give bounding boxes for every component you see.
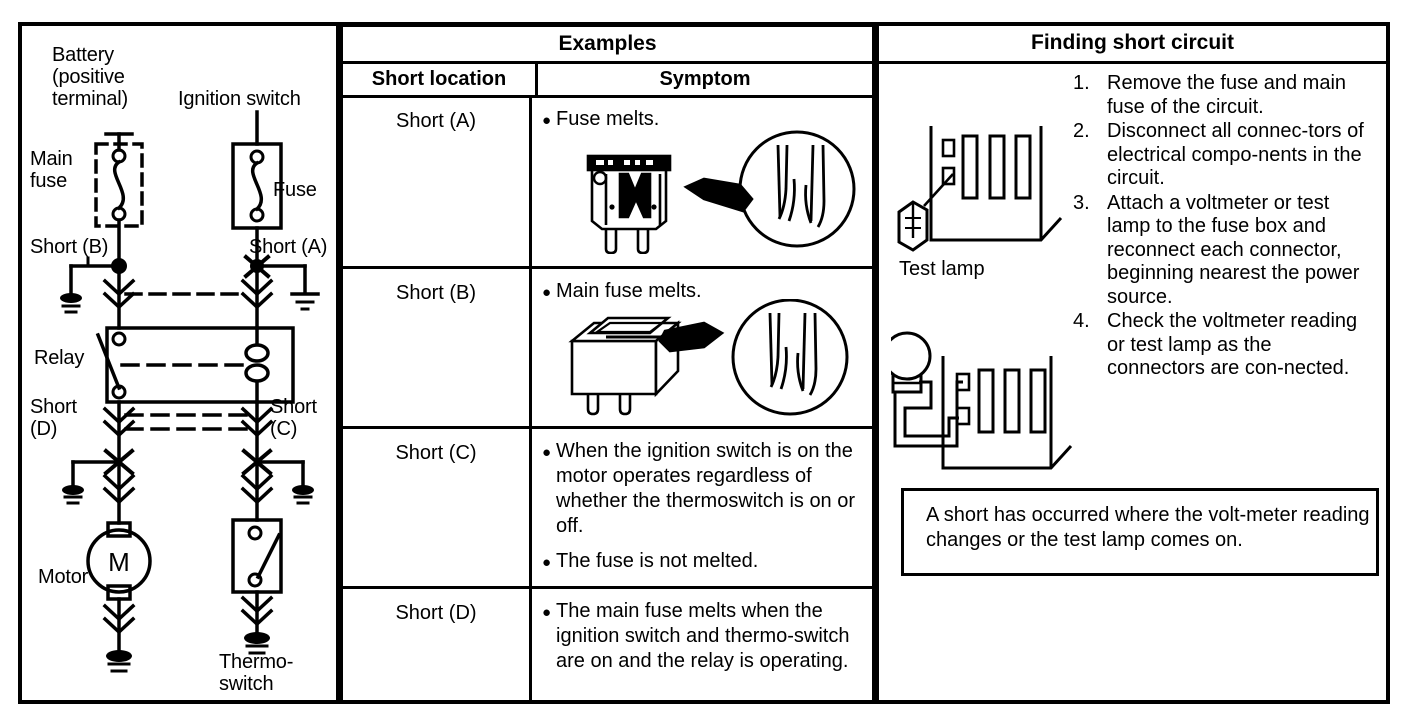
symptom-bullet: ● Fuse melts. bbox=[542, 107, 866, 133]
table-row: Short (C) ● When the ignition switch is … bbox=[343, 429, 872, 589]
column-header-short-location: Short location bbox=[343, 64, 538, 95]
ground-symbol-a bbox=[290, 292, 320, 311]
circuit-schematic-svg: M bbox=[60, 110, 320, 673]
row-location-b: Short (B) bbox=[343, 269, 532, 426]
bullet-dot-icon: ● bbox=[542, 554, 552, 571]
symptom-bullet: ● The fuse is not melted. bbox=[542, 549, 866, 575]
step-text: Disconnect all connec-tors of electrical… bbox=[1107, 120, 1364, 189]
step-text: Check the voltmeter reading or test lamp… bbox=[1107, 310, 1358, 379]
row-symptom-d: ● The main fuse melts when the ignition … bbox=[532, 589, 872, 701]
table-row: Short (A) ● Fuse melts. bbox=[343, 97, 872, 269]
note-text: A short has occurred where the volt-mete… bbox=[926, 504, 1370, 551]
examples-column-headers: Short location Symptom bbox=[340, 64, 875, 98]
motor-symbol-letter: M bbox=[108, 547, 130, 577]
table-row: Short (B) ● Main fuse melts. bbox=[343, 269, 872, 429]
instruction-step: 4. Check the voltmeter reading or test l… bbox=[1073, 310, 1373, 381]
label-short-a: Short (A) bbox=[249, 236, 328, 258]
circuit-diagram-panel: Battery (positive terminal) Ignition swi… bbox=[22, 26, 336, 700]
label-short-b: Short (B) bbox=[30, 236, 109, 258]
step-number: 2. bbox=[1073, 120, 1090, 142]
examples-header-label: Examples bbox=[558, 32, 657, 55]
bullet-dot-icon: ● bbox=[542, 284, 552, 301]
symptom-text: When the ignition switch is on the motor… bbox=[556, 440, 856, 537]
examples-table-panel: Examples Short location Symptom Short (A… bbox=[340, 24, 875, 704]
relay-box bbox=[105, 326, 295, 404]
row-location-c: Short (C) bbox=[343, 429, 532, 586]
symptom-text: The fuse is not melted. bbox=[556, 550, 759, 572]
label-main-fuse: Main fuse bbox=[30, 148, 73, 192]
row-symptom-b: ● Main fuse melts. bbox=[532, 269, 872, 426]
ground-symbol-d bbox=[62, 485, 84, 505]
step-number: 1. bbox=[1073, 72, 1090, 94]
short-circuit-note-box: A short has occurred where the volt-mete… bbox=[901, 488, 1379, 576]
symptom-bullet: ● Main fuse melts. bbox=[542, 279, 866, 305]
instruction-step: 1. Remove the fuse and main fuse of the … bbox=[1073, 72, 1373, 119]
label-thermoswitch: Thermo- switch bbox=[219, 651, 294, 695]
divider-left-middle bbox=[336, 26, 340, 704]
table-row: Short (D) ● The main fuse melts when the… bbox=[343, 589, 872, 701]
label-fuse: Fuse bbox=[273, 179, 317, 201]
instruction-steps: 1. Remove the fuse and main fuse of the … bbox=[1073, 72, 1373, 382]
label-motor: Motor bbox=[38, 566, 89, 588]
label-test-lamp: Test lamp bbox=[899, 258, 985, 280]
examples-header: Examples bbox=[340, 24, 875, 64]
divider-middle-right bbox=[875, 26, 879, 704]
motor-circle bbox=[86, 528, 152, 594]
instruction-step: 2. Disconnect all connec-tors of electri… bbox=[1073, 120, 1373, 191]
finding-short-circuit-header-label: Finding short circuit bbox=[1031, 30, 1234, 54]
symptom-text: Fuse melts. bbox=[556, 108, 660, 130]
row-location-d: Short (D) bbox=[343, 589, 532, 701]
ground-symbol-b bbox=[60, 293, 82, 314]
label-ignition-switch: Ignition switch bbox=[178, 88, 301, 110]
symptom-bullet: ● When the ignition switch is on the mot… bbox=[542, 439, 866, 539]
fuse-box-illustrations bbox=[891, 126, 1073, 470]
label-short-d: Short (D) bbox=[30, 396, 77, 440]
thermoswitch-box bbox=[231, 518, 283, 594]
step-number: 4. bbox=[1073, 310, 1090, 332]
symptom-text: The main fuse melts when the ignition sw… bbox=[556, 600, 850, 672]
ground-symbol-c bbox=[292, 485, 314, 505]
figure-frame: Battery (positive terminal) Ignition swi… bbox=[18, 22, 1390, 704]
symptom-text: Main fuse melts. bbox=[556, 280, 702, 302]
step-number: 3. bbox=[1073, 191, 1090, 214]
ground-symbol-thermo bbox=[244, 632, 270, 655]
blade-fuse-illustration bbox=[586, 130, 856, 254]
ground-symbol-motor bbox=[106, 650, 132, 673]
bullet-dot-icon: ● bbox=[542, 444, 552, 461]
label-battery: Battery (positive terminal) bbox=[52, 44, 128, 110]
main-fuse-illustration bbox=[568, 299, 849, 416]
instruction-step: 3. Attach a voltmeter or test lamp to th… bbox=[1073, 192, 1373, 310]
examples-rows: Short (A) ● Fuse melts. bbox=[340, 97, 875, 704]
bullet-dot-icon: ● bbox=[542, 604, 552, 621]
symptom-bullet: ● The main fuse melts when the ignition … bbox=[542, 599, 866, 674]
bullet-dot-icon: ● bbox=[542, 112, 552, 129]
step-text: Remove the fuse and main fuse of the cir… bbox=[1107, 72, 1347, 118]
column-header-symptom: Symptom bbox=[659, 68, 751, 90]
finding-short-circuit-panel: Finding short circuit Test lamp bbox=[879, 26, 1386, 700]
row-location-a: Short (A) bbox=[343, 97, 532, 266]
row-symptom-a: ● Fuse melts. bbox=[532, 97, 872, 266]
label-relay: Relay bbox=[34, 347, 85, 369]
row-symptom-c: ● When the ignition switch is on the mot… bbox=[532, 429, 872, 586]
finding-short-circuit-header: Finding short circuit bbox=[879, 24, 1386, 64]
step-text: Attach a voltmeter or test lamp to the f… bbox=[1107, 191, 1360, 308]
